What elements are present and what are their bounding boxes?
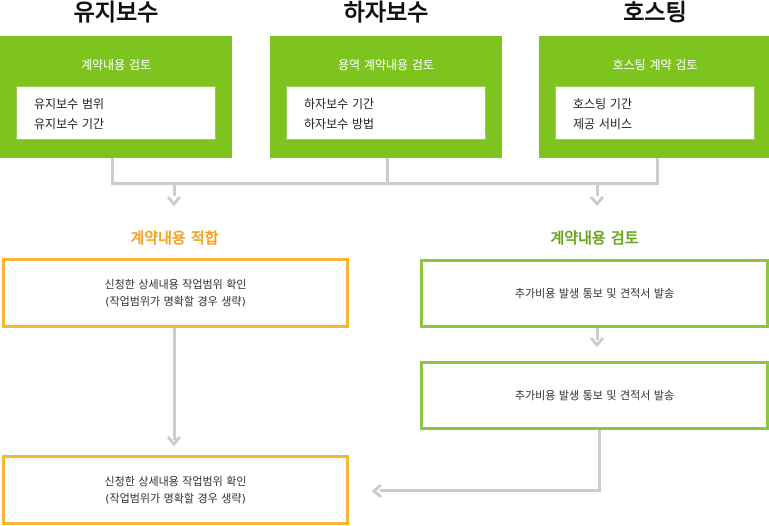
column-title-hosting: 호스팅 (623, 0, 687, 26)
extra-cost-notice-box-2: 추가비용 발생 통보 및 견적서 발송 (420, 361, 769, 430)
card-item: 호스팅 기간 (573, 97, 633, 111)
card-hosting: 호스팅 계약 검토 호스팅 기간 제공 서비스 (539, 36, 769, 158)
connector-line (380, 489, 601, 492)
connector-line (656, 158, 659, 184)
card-title: 용역 계약내용 검토 (338, 58, 434, 72)
card-item: 유지보수 기간 (34, 117, 105, 131)
arrow-down-icon (589, 337, 605, 348)
section-title-review: 계약내용 검토 (550, 229, 639, 247)
extra-cost-notice-box: 추가비용 발생 통보 및 견적서 발송 (420, 259, 769, 328)
connector-line (598, 430, 601, 492)
card-items: 하자보수 기간 하자보수 방법 (286, 86, 486, 140)
arrow-down-icon (166, 436, 182, 447)
card-defect-repair: 용역 계약내용 검토 하자보수 기간 하자보수 방법 (270, 36, 502, 158)
arrow-down-icon (589, 196, 605, 207)
section-title-suitable: 계약내용 적합 (130, 229, 219, 247)
card-title: 계약내용 검토 (80, 58, 152, 72)
card-item: 하자보수 방법 (304, 117, 375, 131)
arrow-down-icon (166, 196, 182, 207)
box-line: 추가비용 발생 통보 및 견적서 발송 (514, 287, 675, 300)
connector-line (386, 158, 389, 184)
connector-line (111, 158, 114, 184)
connector-line (173, 184, 176, 196)
box-line: 추가비용 발생 통보 및 견적서 발송 (514, 389, 675, 402)
scope-check-box: 신청한 상세내용 작업범위 확인 (작업범위가 명확할 경우 생략) (2, 258, 349, 328)
card-item: 제공 서비스 (573, 117, 633, 131)
arrow-left-icon (371, 483, 382, 499)
connector-line (596, 184, 599, 196)
box-line: (작업범위가 명확할 경우 생략) (105, 492, 246, 505)
card-items: 유지보수 범위 유지보수 기간 (16, 86, 216, 140)
box-line: (작업범위가 명확할 경우 생략) (105, 295, 246, 308)
card-item: 하자보수 기간 (304, 97, 375, 111)
card-maintenance: 계약내용 검토 유지보수 범위 유지보수 기간 (0, 36, 232, 158)
connector-line (111, 182, 659, 185)
connector-line (596, 328, 599, 340)
box-line: 신청한 상세내용 작업범위 확인 (104, 475, 247, 488)
column-title-defect-repair: 하자보수 (343, 0, 429, 26)
column-title-maintenance: 유지보수 (73, 0, 159, 26)
box-line: 신청한 상세내용 작업범위 확인 (104, 278, 247, 291)
connector-line (173, 328, 176, 440)
scope-check-box-final: 신청한 상세내용 작업범위 확인 (작업범위가 명확할 경우 생략) (2, 455, 349, 525)
card-item: 유지보수 범위 (34, 97, 105, 111)
card-items: 호스팅 기간 제공 서비스 (555, 86, 755, 140)
card-title: 호스팅 계약 검토 (612, 58, 698, 72)
